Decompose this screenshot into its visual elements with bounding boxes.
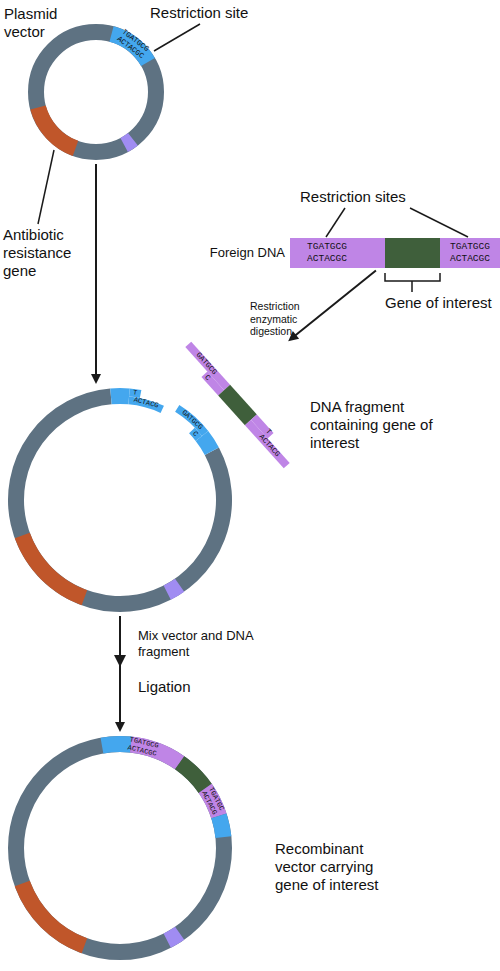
arrow-head bbox=[115, 722, 125, 732]
recombinant-vector: Recombinant vector carrying gene of inte… bbox=[8, 736, 232, 960]
dna-segment bbox=[167, 933, 179, 940]
leader-line bbox=[326, 208, 345, 237]
sequence-text: TGATGCG bbox=[450, 242, 490, 252]
leader-line bbox=[38, 150, 54, 224]
arrow-head bbox=[91, 374, 101, 384]
callout-label: Gene of interest bbox=[385, 294, 492, 312]
dna-segment bbox=[219, 816, 224, 837]
dna-segment bbox=[167, 585, 179, 592]
sequence-text: ACTACG bbox=[257, 434, 281, 459]
dna-segment bbox=[124, 139, 133, 145]
arrow-shaft bbox=[295, 271, 376, 336]
process-arrow bbox=[91, 164, 101, 384]
dna-segment bbox=[202, 436, 212, 451]
dna-segment bbox=[38, 108, 75, 149]
arrow-head bbox=[114, 655, 126, 667]
cut-plasmid-vector: TACTACGGATGCGC bbox=[8, 388, 232, 612]
dna-segment bbox=[245, 420, 290, 468]
sequence-text: ACTACG bbox=[133, 397, 159, 410]
edge-label: Restriction enzymatic digestion bbox=[250, 300, 312, 338]
dna-segment bbox=[290, 238, 385, 268]
sequence-text: ACTACGC bbox=[450, 254, 490, 264]
sequence-text: GATGCG bbox=[194, 351, 218, 376]
fragment-group bbox=[179, 342, 295, 469]
plasmid-ring bbox=[36, 32, 156, 152]
node-heading: DNA fragment containing gene of interest bbox=[310, 398, 435, 452]
arrow-shaft bbox=[95, 164, 97, 375]
plasmid-vector: Plasmid vectorTGATGCGACTACGC bbox=[28, 24, 164, 160]
dna-segment bbox=[111, 388, 129, 404]
sequence-text: TGATGCG bbox=[307, 242, 347, 252]
node-shape bbox=[180, 345, 295, 465]
dna-fragment: DNA fragment containing gene of interest… bbox=[180, 345, 295, 465]
sequence-text: GATGCG bbox=[181, 409, 204, 431]
dna-segment bbox=[385, 238, 440, 268]
arrow-shaft bbox=[119, 616, 121, 723]
dna-segment bbox=[22, 536, 84, 598]
node-shape bbox=[8, 736, 232, 960]
dna-segment bbox=[177, 408, 205, 433]
node-heading: Foreign DNA bbox=[205, 245, 285, 261]
dna-segment bbox=[180, 763, 206, 789]
bracket bbox=[385, 273, 440, 292]
process-arrow bbox=[288, 271, 376, 342]
process-arrow bbox=[115, 616, 125, 732]
leader-line bbox=[154, 24, 200, 51]
edge-label: Mix vector and DNA fragment bbox=[138, 628, 270, 659]
dna-segment bbox=[218, 385, 257, 425]
leader-line bbox=[410, 208, 468, 237]
node-heading: Recombinant vector carrying gene of inte… bbox=[275, 840, 400, 894]
callout-label: Antibiotic resistance gene bbox=[3, 226, 83, 280]
node-heading: Plasmid vector bbox=[4, 5, 62, 41]
dna-segment bbox=[192, 431, 199, 439]
foreign-dna-strand: Foreign DNATGATGCGACTACGCTGATGCGACTACGC bbox=[290, 238, 500, 268]
dna-segment bbox=[22, 884, 84, 946]
callout-label: Restriction sites bbox=[300, 188, 406, 206]
callout-label: Ligation bbox=[138, 678, 191, 696]
dna-segment bbox=[16, 396, 224, 604]
dna-segment bbox=[440, 238, 500, 268]
plasmid-ring bbox=[16, 744, 224, 952]
sequence-text: ACTACGC bbox=[307, 254, 347, 264]
callout-label: Restriction site bbox=[150, 4, 248, 22]
dna-segment bbox=[102, 744, 131, 746]
